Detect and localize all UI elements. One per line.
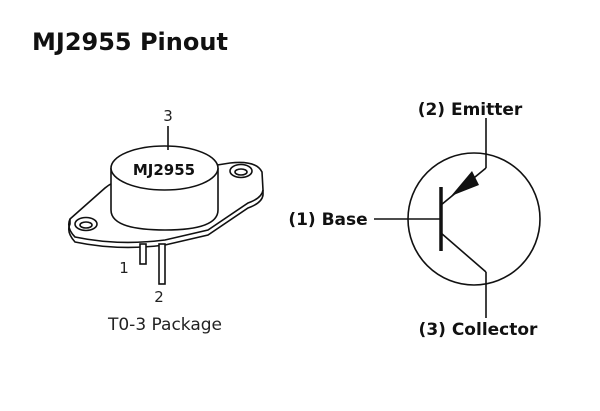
pin-1 bbox=[139, 243, 147, 265]
package-caption: T0-3 Package bbox=[107, 315, 222, 335]
pin-2 bbox=[158, 243, 166, 285]
transistor-symbol: (2) Emitter (1) Base (3) Collector bbox=[288, 100, 541, 340]
to3-package: MJ2955 3 1 2 T0-3 Package bbox=[68, 107, 264, 335]
collector-diagonal bbox=[440, 232, 487, 273]
case-marking: MJ2955 bbox=[133, 161, 195, 179]
mounting-hole-left bbox=[74, 216, 98, 232]
pin-1-number: 1 bbox=[119, 259, 129, 277]
emitter-label: (2) Emitter bbox=[418, 100, 523, 120]
base-label: (1) Base bbox=[288, 210, 367, 230]
page-title: MJ2955 Pinout bbox=[32, 28, 228, 56]
pin-3-number: 3 bbox=[163, 107, 173, 125]
pin-2-number: 2 bbox=[154, 288, 164, 306]
collector-label: (3) Collector bbox=[419, 320, 539, 340]
emitter-arrow bbox=[451, 171, 479, 196]
mounting-hole-right bbox=[229, 163, 253, 179]
